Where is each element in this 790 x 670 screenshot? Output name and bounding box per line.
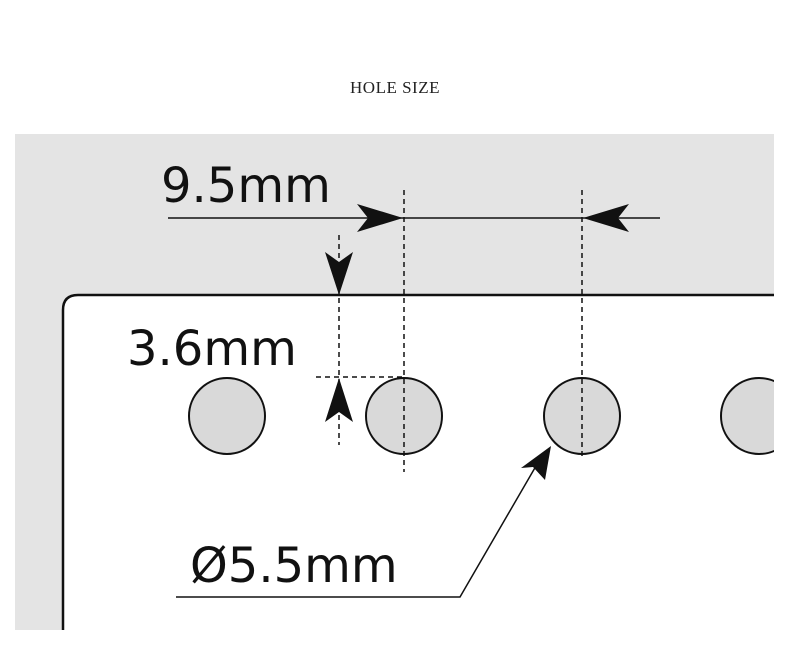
page-title: HOLE SIZE — [350, 78, 440, 97]
spacing-arrow-left-icon — [357, 204, 403, 232]
spacing-label: 9.5mm — [161, 158, 331, 214]
edge-distance-label: 3.6mm — [127, 321, 297, 377]
hole-4 — [720, 377, 774, 455]
diameter-leader-line — [176, 465, 537, 598]
spacing-arrow-right-icon — [583, 204, 629, 232]
edge-arrow-up-icon — [325, 378, 353, 422]
paper-sheet — [63, 295, 774, 630]
paper-sheet-edge — [61, 293, 774, 630]
edge-arrow-down-icon — [325, 252, 353, 295]
diameter-label: Ø5.5mm — [190, 538, 398, 594]
diameter-arrow-icon — [521, 446, 551, 480]
hole-1 — [188, 377, 266, 455]
